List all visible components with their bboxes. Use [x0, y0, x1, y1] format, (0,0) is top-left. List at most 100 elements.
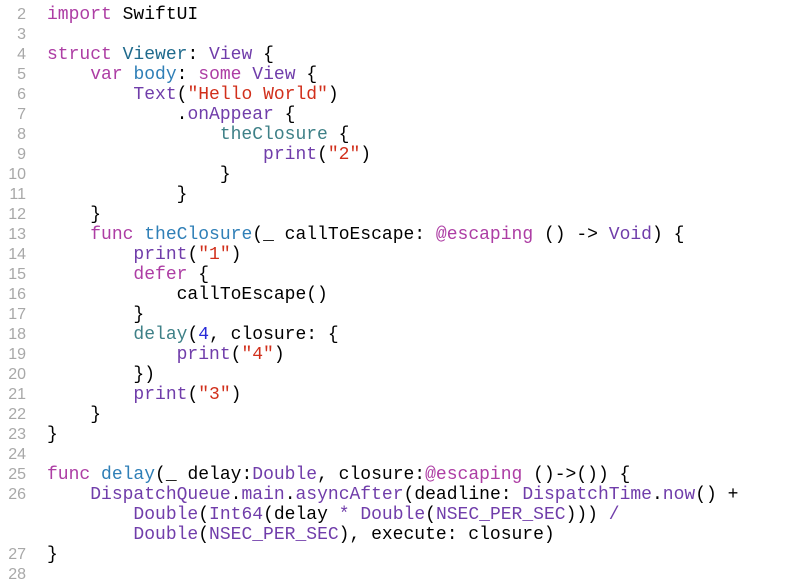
code-line[interactable]: 19 print("4") [0, 345, 791, 365]
code-text: Text("Hello World") [47, 85, 339, 105]
code-token: "3" [198, 385, 231, 405]
code-line[interactable]: 15 defer { [0, 265, 791, 285]
code-token: . [47, 105, 188, 125]
code-token: ) [327, 85, 339, 105]
line-number: 27 [8, 546, 26, 563]
code-token: { [327, 125, 350, 145]
code-line[interactable]: 24 [0, 445, 791, 465]
code-token: callToEscape() [47, 285, 328, 305]
code-token: () -> [533, 225, 609, 245]
code-text: theClosure { [47, 125, 350, 145]
code-text: struct Viewer: View { [47, 45, 274, 65]
code-text: print("4") [47, 345, 285, 365]
code-token: NSEC_PER_SEC [435, 505, 566, 525]
code-token: Text [133, 85, 177, 105]
code-text: var body: some View { [47, 65, 317, 85]
code-token: View [209, 45, 253, 65]
code-line[interactable]: 27} [0, 545, 791, 565]
code-line[interactable]: 26 DispatchQueue.main.asyncAfter(deadlin… [0, 485, 791, 505]
code-token: Double [252, 465, 318, 485]
code-line[interactable]: 23} [0, 425, 791, 445]
code-token: (_ callToEscape: [252, 225, 436, 245]
code-token [241, 65, 252, 85]
code-line[interactable]: 14 print("1") [0, 245, 791, 265]
code-token [47, 265, 133, 285]
code-token: ) [230, 245, 242, 265]
code-line[interactable]: 10 } [0, 165, 791, 185]
code-line[interactable]: 11 } [0, 185, 791, 205]
code-token: } [47, 405, 102, 425]
line-number: 6 [17, 86, 26, 103]
line-number: 22 [8, 406, 26, 423]
code-line[interactable]: 9 print("2") [0, 145, 791, 165]
code-token: / [608, 505, 620, 525]
code-line[interactable]: 13 func theClosure(_ callToEscape: @esca… [0, 225, 791, 245]
code-token: print [133, 245, 188, 265]
code-line[interactable]: 5 var body: some View { [0, 65, 791, 85]
code-token: } [47, 185, 188, 205]
code-token: } [47, 425, 58, 445]
code-token: "4" [241, 345, 274, 365]
code-token: ), execute: closure) [338, 525, 555, 545]
code-text: Double(NSEC_PER_SEC), execute: closure) [47, 525, 555, 545]
code-token: "1" [198, 245, 231, 265]
line-number: 21 [8, 386, 26, 403]
code-text: } [47, 545, 58, 565]
code-token: DispatchQueue [90, 485, 231, 505]
code-token: , closure: { [209, 325, 339, 345]
line-number: 15 [8, 266, 26, 283]
code-text: }) [47, 365, 155, 385]
code-line[interactable]: Double(NSEC_PER_SEC), execute: closure) [0, 525, 791, 545]
code-line[interactable]: 6 Text("Hello World") [0, 85, 791, 105]
code-line[interactable]: 21 print("3") [0, 385, 791, 405]
code-token: Double [360, 505, 426, 525]
code-token [47, 485, 90, 505]
code-token: Int64 [209, 505, 264, 525]
line-number: 12 [8, 206, 26, 223]
code-line[interactable]: 16 callToEscape() [0, 285, 791, 305]
code-token [47, 65, 90, 85]
code-token: * [338, 505, 350, 525]
code-token: . [284, 485, 296, 505]
code-token: (deadline: [403, 485, 523, 505]
code-line[interactable]: 20 }) [0, 365, 791, 385]
line-number: 26 [8, 486, 26, 503]
code-text: .onAppear { [47, 105, 296, 125]
code-token: , closure: [317, 465, 426, 485]
code-token: { [273, 105, 296, 125]
line-number: 18 [8, 326, 26, 343]
code-line[interactable]: 28 [0, 565, 791, 585]
code-token: Viewer [122, 45, 188, 65]
code-line[interactable]: 7 .onAppear { [0, 105, 791, 125]
code-line[interactable]: 12 } [0, 205, 791, 225]
code-line[interactable]: 17 } [0, 305, 791, 325]
code-token: ( [187, 325, 199, 345]
code-line[interactable]: 8 theClosure { [0, 125, 791, 145]
code-token: : [187, 45, 210, 65]
code-text: import SwiftUI [47, 5, 198, 25]
code-token: func [90, 225, 134, 245]
code-token: ) [360, 145, 372, 165]
code-token [90, 465, 101, 485]
code-token: Double [133, 505, 199, 525]
line-number: 28 [8, 566, 26, 583]
code-line[interactable]: 1 [0, 0, 791, 5]
code-token: NSEC_PER_SEC [209, 525, 339, 545]
code-line[interactable]: 18 delay(4, closure: { [0, 325, 791, 345]
code-token: View [252, 65, 296, 85]
code-line[interactable]: 3 [0, 25, 791, 45]
code-text: } [47, 185, 188, 205]
code-line[interactable]: Double(Int64(delay * Double(NSEC_PER_SEC… [0, 505, 791, 525]
code-token: . [651, 485, 663, 505]
code-line[interactable]: 22 } [0, 405, 791, 425]
code-token: func [47, 465, 91, 485]
code-token [112, 45, 123, 65]
code-text: DispatchQueue.main.asyncAfter(deadline: … [47, 485, 738, 505]
code-text: } [47, 205, 101, 225]
code-token: (delay [263, 505, 339, 525]
code-token: SwiftUI [111, 5, 199, 25]
